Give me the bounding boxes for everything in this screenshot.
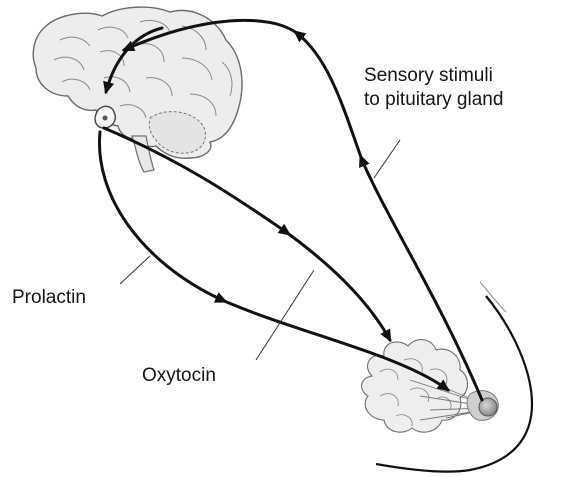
sensory-stimuli-label: Sensory stimuli to pituitary gland <box>364 64 559 112</box>
prolactin-leader-line <box>120 256 150 284</box>
brain-illustration <box>33 7 242 172</box>
oxytocin-leader-line <box>256 270 314 360</box>
sensory-stimuli-label-line2: to pituitary gland <box>364 88 559 112</box>
oxytocin-label: Oxytocin <box>142 364 216 388</box>
mammary-lobules <box>362 340 468 433</box>
label-leader-lines <box>120 140 400 360</box>
breast-illustration <box>362 282 532 472</box>
prolactin-label: Prolactin <box>12 286 86 310</box>
sensory-stimuli-label-line1: Sensory stimuli <box>364 64 559 88</box>
breast-contour-inner <box>480 282 506 312</box>
sensory-leader-line <box>374 140 400 178</box>
